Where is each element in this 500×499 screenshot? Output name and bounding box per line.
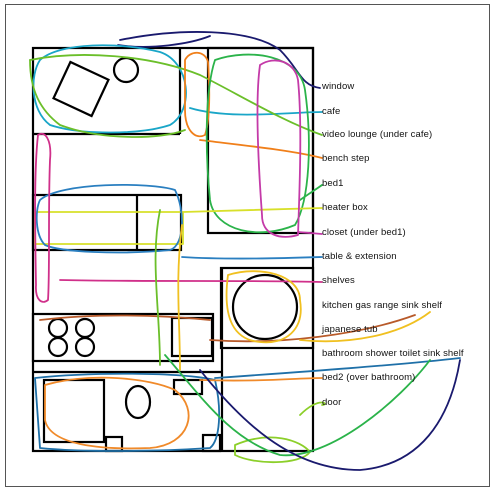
label-bench-step: bench step — [322, 153, 370, 164]
burner-3 — [47, 336, 69, 358]
bath-shelf-2 — [201, 433, 222, 453]
burner-4 — [74, 336, 96, 358]
label-kitchen: kitchen gas range sink shelf — [322, 300, 443, 311]
bench-step-outline — [184, 51, 211, 138]
toilet — [124, 384, 152, 420]
tub-box — [219, 266, 315, 350]
burner-2 — [74, 317, 96, 339]
diagram-frame — [5, 4, 490, 487]
bed2-leader — [199, 377, 323, 382]
label-closet: closet (under bed1) — [322, 227, 406, 238]
tub-leader — [299, 311, 431, 343]
kitchen-outline — [39, 314, 211, 321]
tub-vertical-stroke — [177, 224, 183, 371]
window-long-stroke — [199, 359, 461, 471]
cafe-outline — [32, 44, 187, 134]
label-table-extension: table & extension — [322, 251, 397, 262]
label-bathroom: bathroom shower toilet sink shelf — [322, 348, 464, 359]
video-lounge-outline — [29, 54, 323, 136]
bed1-leader — [299, 184, 323, 201]
table-box — [31, 193, 183, 252]
label-window: window — [322, 81, 355, 92]
toilet-tank — [172, 378, 204, 396]
tub-outline — [225, 270, 302, 344]
closet-leader — [297, 231, 323, 235]
label-bed1: bed1 — [322, 178, 344, 189]
closet-outline — [256, 59, 302, 238]
door-leader — [299, 401, 326, 416]
walls — [31, 46, 315, 453]
tub-circle — [231, 273, 299, 341]
label-cafe: cafe — [322, 106, 341, 117]
label-bed2: bed2 (over bathroom) — [322, 372, 416, 383]
table-leader — [181, 256, 323, 260]
bed1-long-stroke — [164, 354, 431, 457]
shelves-outline — [34, 132, 52, 303]
heater-box-outline — [34, 211, 184, 245]
kitchen-leader — [209, 314, 416, 343]
bathroom-outline — [34, 372, 220, 452]
label-video-lounge: video lounge (under cafe) — [322, 129, 433, 140]
label-shelves: shelves — [322, 275, 355, 286]
sink — [170, 316, 214, 358]
label-door: door — [322, 397, 342, 408]
burner-1 — [47, 317, 69, 339]
bench-step-leader — [199, 139, 323, 159]
shelves-leader — [59, 279, 323, 283]
label-japanese-tub: japanese tub — [322, 324, 378, 335]
bed2-outline — [44, 376, 190, 450]
bathroom-leader — [214, 357, 461, 379]
cafe-stool — [112, 56, 140, 84]
window-outline — [119, 31, 321, 89]
label-heater-box: heater box — [322, 202, 368, 213]
table-outline — [35, 183, 183, 254]
cafe-leader — [189, 107, 323, 116]
cafe-table — [52, 60, 110, 118]
video-lounge-outline-2 — [29, 59, 186, 138]
bed1-vertical-stroke — [154, 209, 161, 366]
